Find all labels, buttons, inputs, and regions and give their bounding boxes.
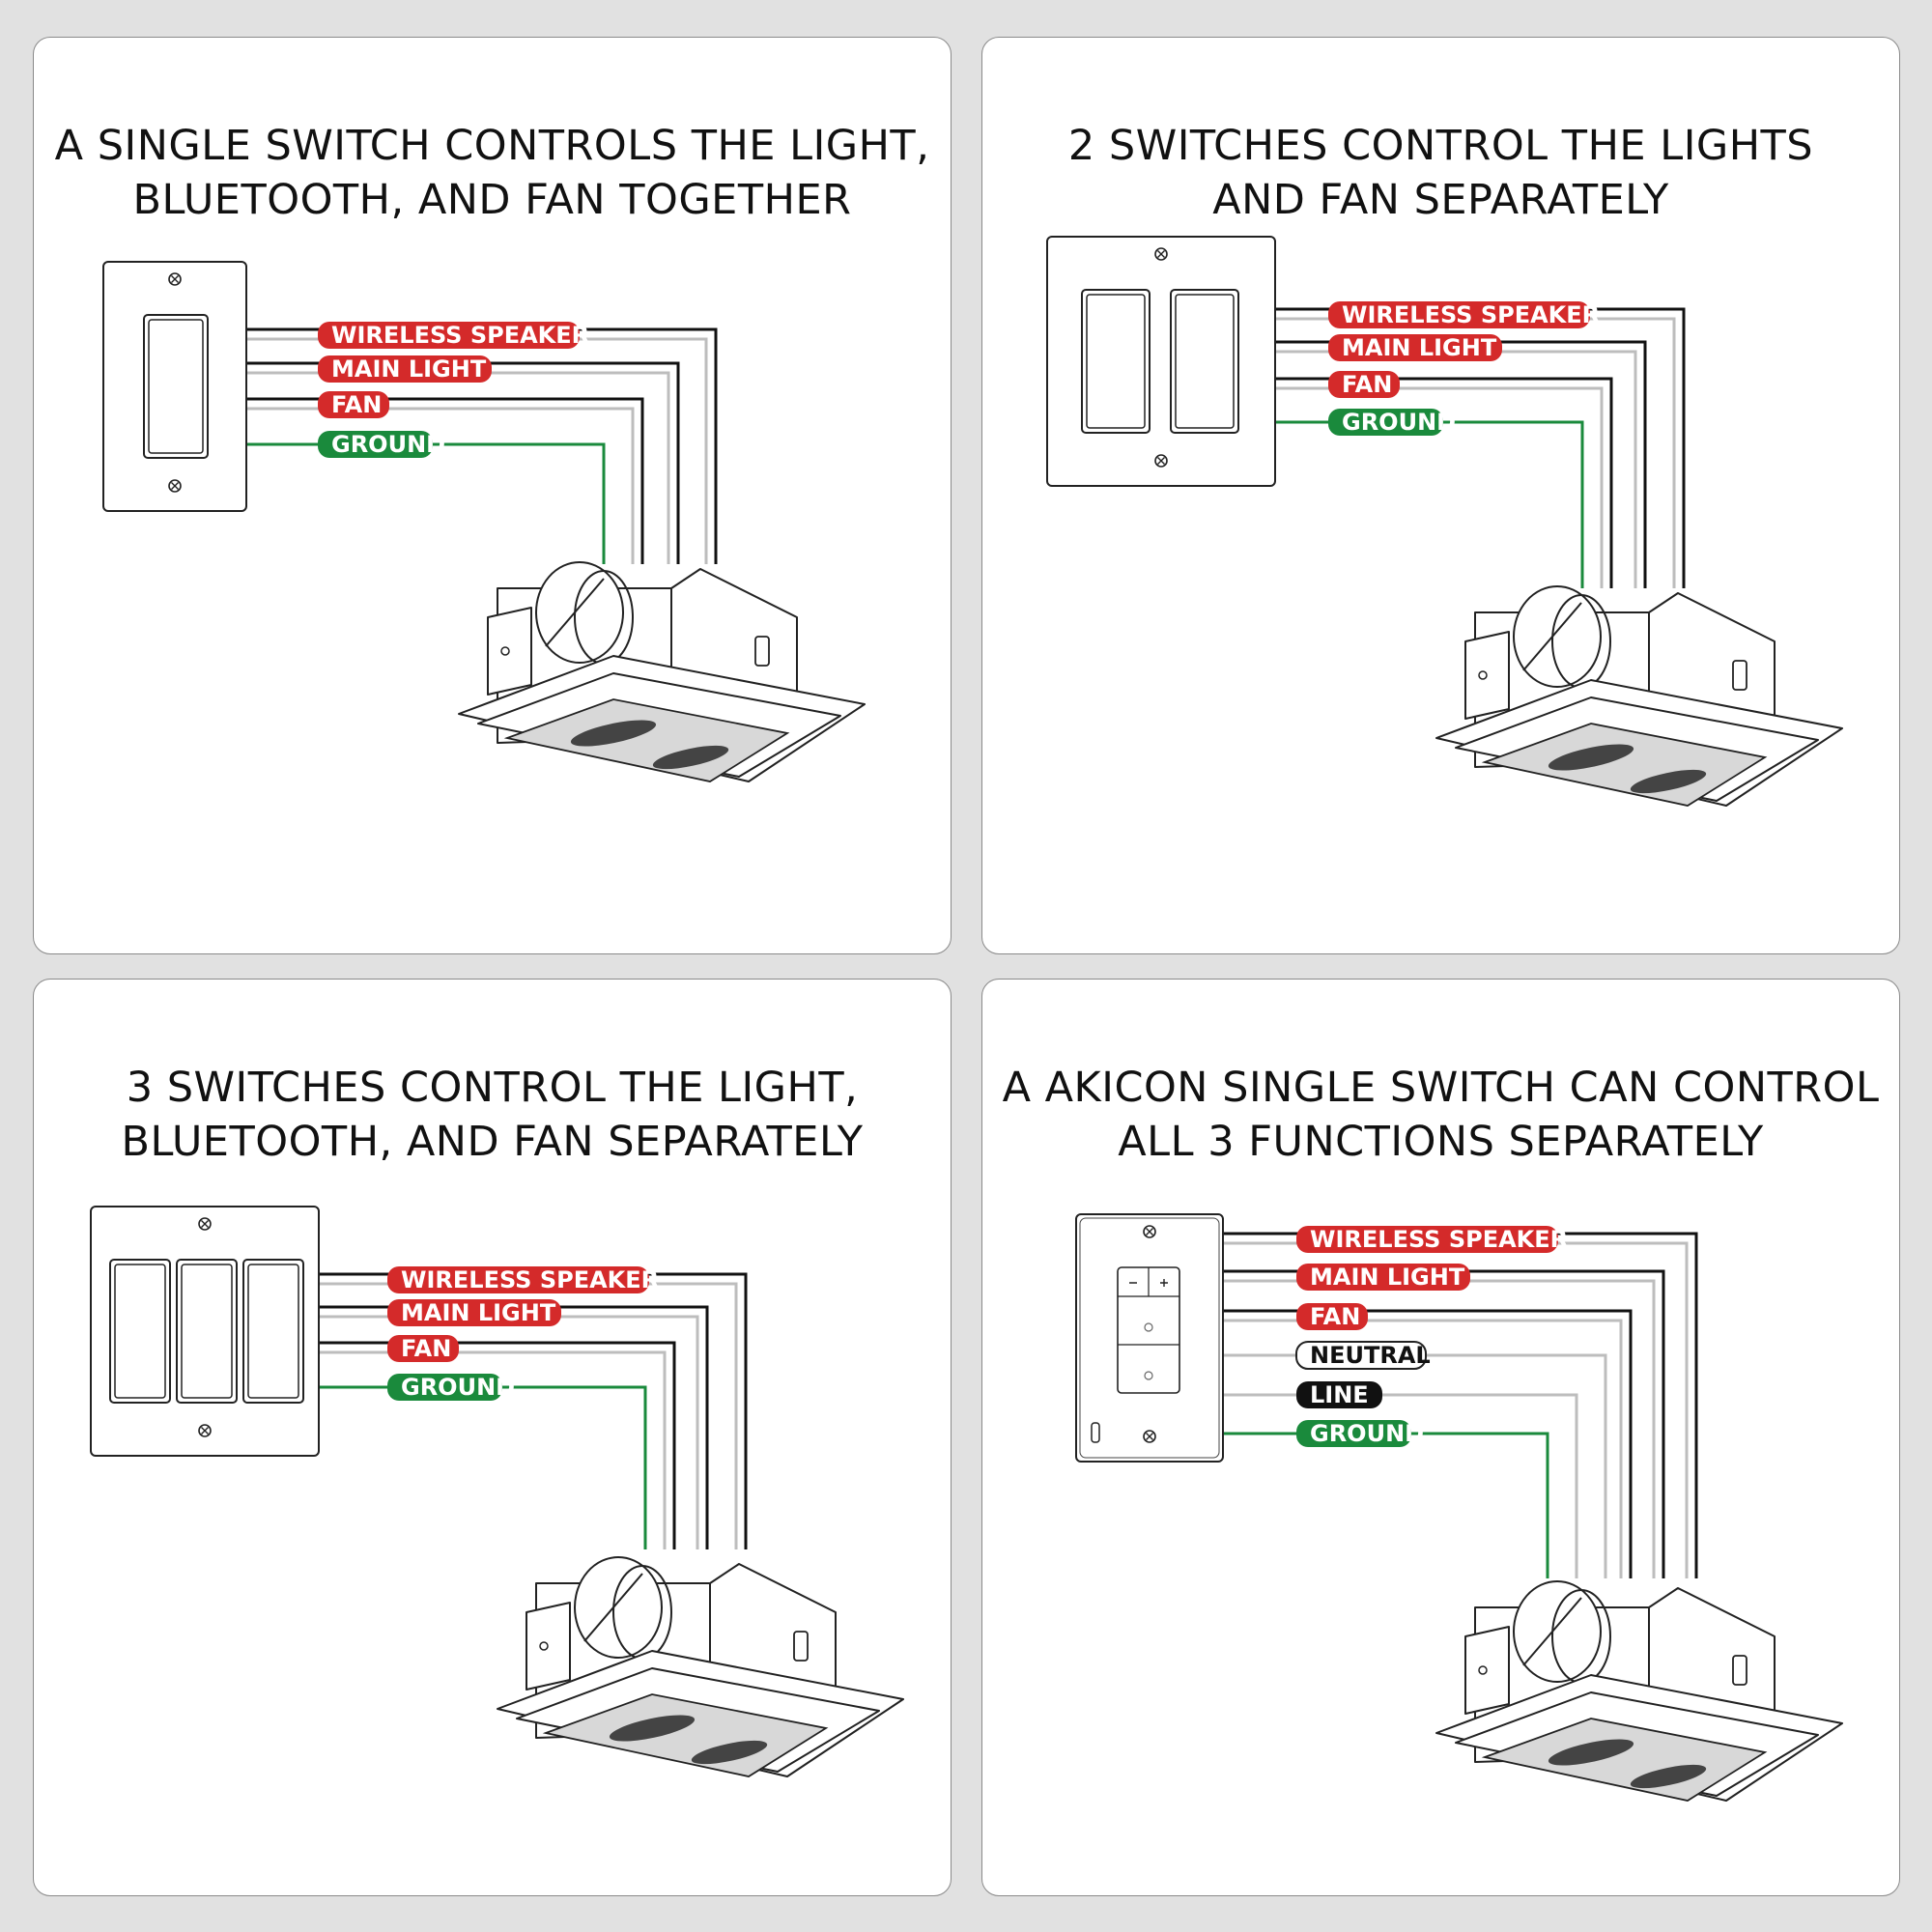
wire-label-text: GROUND bbox=[1310, 1420, 1424, 1447]
wall-switch-plate bbox=[1046, 236, 1276, 487]
title-line-2: BLUETOOTH, AND FAN SEPARATELY bbox=[121, 1118, 864, 1166]
neutral-wire bbox=[1223, 1241, 1689, 1578]
hot-wire bbox=[246, 361, 680, 564]
neutral-wire bbox=[1223, 1279, 1656, 1578]
rocker-switch-icon bbox=[143, 314, 209, 459]
wire-label: GROUND bbox=[1296, 1420, 1424, 1447]
wire-label: GROUND bbox=[1328, 409, 1456, 436]
ground-wire bbox=[246, 442, 606, 564]
diagram-group: WIRELESS SPEAKER MAIN LIGHT FAN GROUND bbox=[1046, 236, 1843, 807]
exhaust-fan-icon bbox=[458, 561, 866, 782]
diagram-group: WIRELESS SPEAKER MAIN LIGHT FAN NEUTRAL LINE… bbox=[1075, 1213, 1843, 1802]
rocker-switch-icon bbox=[176, 1259, 238, 1404]
hot-wire bbox=[1223, 1269, 1665, 1578]
screw-icon bbox=[1154, 454, 1168, 468]
wire-label-text: GROUND bbox=[1342, 409, 1456, 436]
wire-label: FAN bbox=[318, 391, 389, 418]
screw-icon bbox=[198, 1217, 212, 1231]
wire-label: MAIN LIGHT bbox=[318, 355, 492, 383]
smart-switch-icon bbox=[1117, 1266, 1180, 1394]
wire-label-text: FAN bbox=[1310, 1303, 1360, 1330]
panel-three-switches: 3 SWITCHES CONTROL THE LIGHT, BLUETOOTH,… bbox=[33, 979, 952, 1896]
wall-switch-plate bbox=[1075, 1213, 1224, 1463]
wire-label-text: MAIN LIGHT bbox=[331, 355, 487, 383]
wire-label: NEUTRAL bbox=[1295, 1341, 1431, 1370]
wire-label-text: FAN bbox=[1342, 371, 1392, 398]
title-line-2: AND FAN SEPARATELY bbox=[1212, 176, 1669, 224]
title-line-1: A AKICON SINGLE SWITCH CAN CONTROL bbox=[1002, 1064, 1880, 1112]
wire-label: WIRELESS SPEAKER bbox=[1296, 1226, 1568, 1253]
panel-akicon-switch: A AKICON SINGLE SWITCH CAN CONTROL ALL 3… bbox=[981, 979, 1900, 1896]
exhaust-fan-icon bbox=[1435, 1580, 1843, 1802]
wiring-diagram: WIRELESS SPEAKER MAIN LIGHT FAN NEUTRAL LINE… bbox=[1075, 1213, 1843, 1802]
diagram-group: WIRELESS SPEAKER MAIN LIGHT FAN GROUND bbox=[102, 261, 866, 782]
ground-wire bbox=[1223, 1432, 1549, 1578]
title-line-2: BLUETOOTH, AND FAN TOGETHER bbox=[132, 176, 852, 224]
wire-label-text: MAIN LIGHT bbox=[1310, 1264, 1465, 1291]
wiring-diagram: WIRELESS SPEAKER MAIN LIGHT FAN GROUND bbox=[90, 1206, 904, 1777]
wall-switch-plate bbox=[90, 1206, 320, 1457]
rocker-switch-icon bbox=[1170, 289, 1239, 434]
wire-label-text: WIRELESS SPEAKER bbox=[1310, 1226, 1568, 1253]
wire-label-text: WIRELESS SPEAKER bbox=[1342, 301, 1600, 328]
ground-wire bbox=[319, 1385, 647, 1549]
screw-icon bbox=[168, 272, 182, 286]
screw-icon bbox=[1143, 1430, 1156, 1443]
rocker-switch-icon bbox=[109, 1259, 171, 1404]
wire-label: WIRELESS SPEAKER bbox=[318, 322, 589, 349]
wire-label: FAN bbox=[1328, 371, 1400, 398]
diagram-group: WIRELESS SPEAKER MAIN LIGHT FAN GROUND bbox=[90, 1206, 904, 1777]
screw-icon bbox=[1154, 247, 1168, 261]
wire-label-text: NEUTRAL bbox=[1310, 1342, 1431, 1369]
wire-label-text: MAIN LIGHT bbox=[1342, 334, 1497, 361]
wire-label-text: GROUND bbox=[401, 1374, 515, 1401]
panel-title: A SINGLE SWITCH CONTROLS THE LIGHT, BLUE… bbox=[34, 119, 951, 227]
screw-icon bbox=[198, 1424, 212, 1437]
rocker-switch-icon bbox=[1081, 289, 1151, 434]
rocker-switch-icon bbox=[242, 1259, 304, 1404]
title-line-1: 3 SWITCHES CONTROL THE LIGHT, bbox=[126, 1064, 859, 1112]
ground-wire bbox=[1275, 420, 1584, 588]
wiring-diagram: WIRELESS SPEAKER MAIN LIGHT FAN GROUND bbox=[1046, 236, 1843, 807]
exhaust-fan-icon bbox=[1435, 585, 1843, 807]
wire-label: GROUND bbox=[387, 1374, 515, 1401]
wire-label-text: WIRELESS SPEAKER bbox=[401, 1266, 659, 1293]
wall-switch-plate bbox=[102, 261, 247, 512]
wire-label: LINE bbox=[1296, 1381, 1382, 1408]
wire-label: WIRELESS SPEAKER bbox=[387, 1266, 659, 1293]
wire-label: FAN bbox=[1296, 1303, 1368, 1330]
hot-wire bbox=[246, 397, 644, 564]
exhaust-fan-icon bbox=[497, 1556, 904, 1777]
wire-label-text: GROUND bbox=[331, 431, 445, 458]
wire-label-text: MAIN LIGHT bbox=[401, 1299, 556, 1326]
wire-label: GROUND bbox=[318, 431, 445, 458]
title-line-2: ALL 3 FUNCTIONS SEPARATELY bbox=[1118, 1118, 1764, 1166]
panel-title: 2 SWITCHES CONTROL THE LIGHTS AND FAN SE… bbox=[982, 119, 1899, 227]
wire-label: WIRELESS SPEAKER bbox=[1328, 301, 1600, 328]
wire-label: MAIN LIGHT bbox=[387, 1299, 561, 1326]
wiring-diagram: WIRELESS SPEAKER MAIN LIGHT FAN GROUND bbox=[102, 261, 866, 782]
wire-label-text: WIRELESS SPEAKER bbox=[331, 322, 589, 349]
wire-label: MAIN LIGHT bbox=[1328, 334, 1502, 361]
panel-title: 3 SWITCHES CONTROL THE LIGHT, BLUETOOTH,… bbox=[34, 1061, 951, 1169]
panel-title: A AKICON SINGLE SWITCH CAN CONTROL ALL 3… bbox=[982, 1061, 1899, 1169]
wire-label: MAIN LIGHT bbox=[1296, 1264, 1470, 1291]
wire-label: FAN bbox=[387, 1335, 459, 1362]
screw-icon bbox=[1143, 1225, 1156, 1238]
panel-two-switches: 2 SWITCHES CONTROL THE LIGHTS AND FAN SE… bbox=[981, 37, 1900, 954]
title-line-1: A SINGLE SWITCH CONTROLS THE LIGHT, bbox=[54, 122, 930, 170]
wire-label-text: LINE bbox=[1310, 1381, 1369, 1408]
wire-label-text: FAN bbox=[401, 1335, 451, 1362]
screw-icon bbox=[168, 479, 182, 493]
panel-single-switch: A SINGLE SWITCH CONTROLS THE LIGHT, BLUE… bbox=[33, 37, 952, 954]
wire-label-text: FAN bbox=[331, 391, 382, 418]
title-line-1: 2 SWITCHES CONTROL THE LIGHTS bbox=[1067, 122, 1814, 170]
